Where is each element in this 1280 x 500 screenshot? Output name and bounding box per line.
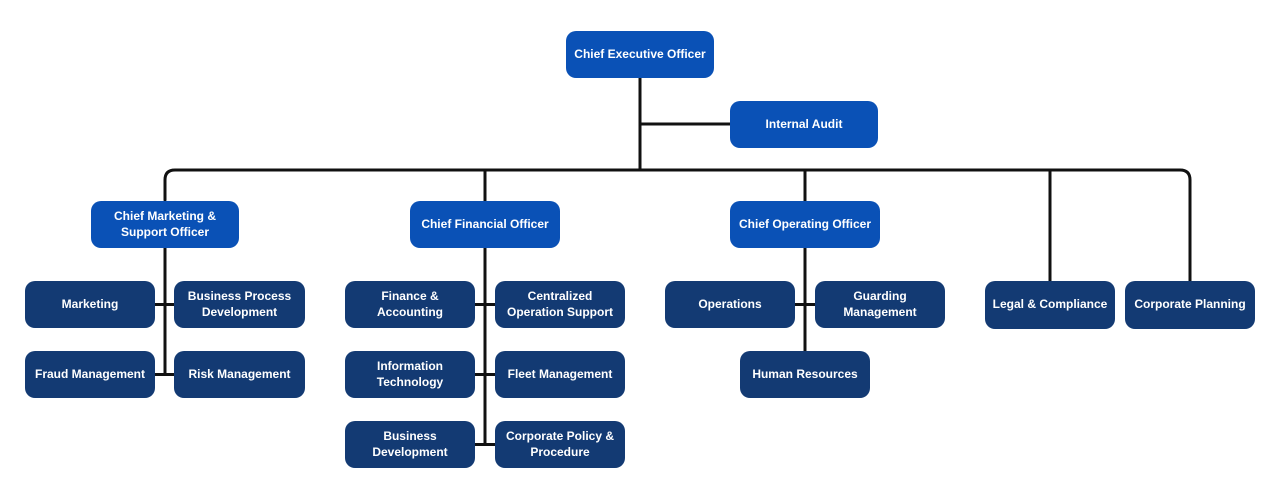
node-marketing: Marketing bbox=[25, 281, 155, 328]
node-corporate-planning: Corporate Planning bbox=[1125, 281, 1255, 329]
node-risk-management: Risk Management bbox=[174, 351, 305, 398]
node-operations: Operations bbox=[665, 281, 795, 328]
node-chief-operating-officer: Chief Operating Officer bbox=[730, 201, 880, 248]
node-chief-executive-officer: Chief Executive Officer bbox=[566, 31, 714, 78]
node-centralized-operation-support: Centralized Operation Support bbox=[495, 281, 625, 328]
node-corporate-policy-procedure: Corporate Policy & Procedure bbox=[495, 421, 625, 468]
node-information-technology: Information Technology bbox=[345, 351, 475, 398]
node-human-resources: Human Resources bbox=[740, 351, 870, 398]
node-business-process-development: Business Process Development bbox=[174, 281, 305, 328]
node-finance-accounting: Finance & Accounting bbox=[345, 281, 475, 328]
node-internal-audit: Internal Audit bbox=[730, 101, 878, 148]
node-fleet-management: Fleet Management bbox=[495, 351, 625, 398]
node-fraud-management: Fraud Management bbox=[25, 351, 155, 398]
node-chief-financial-officer: Chief Financial Officer bbox=[410, 201, 560, 248]
node-business-development: Business Development bbox=[345, 421, 475, 468]
node-chief-marketing-support-officer: Chief Marketing & Support Officer bbox=[91, 201, 239, 248]
node-legal-compliance: Legal & Compliance bbox=[985, 281, 1115, 329]
node-guarding-management: Guarding Management bbox=[815, 281, 945, 328]
